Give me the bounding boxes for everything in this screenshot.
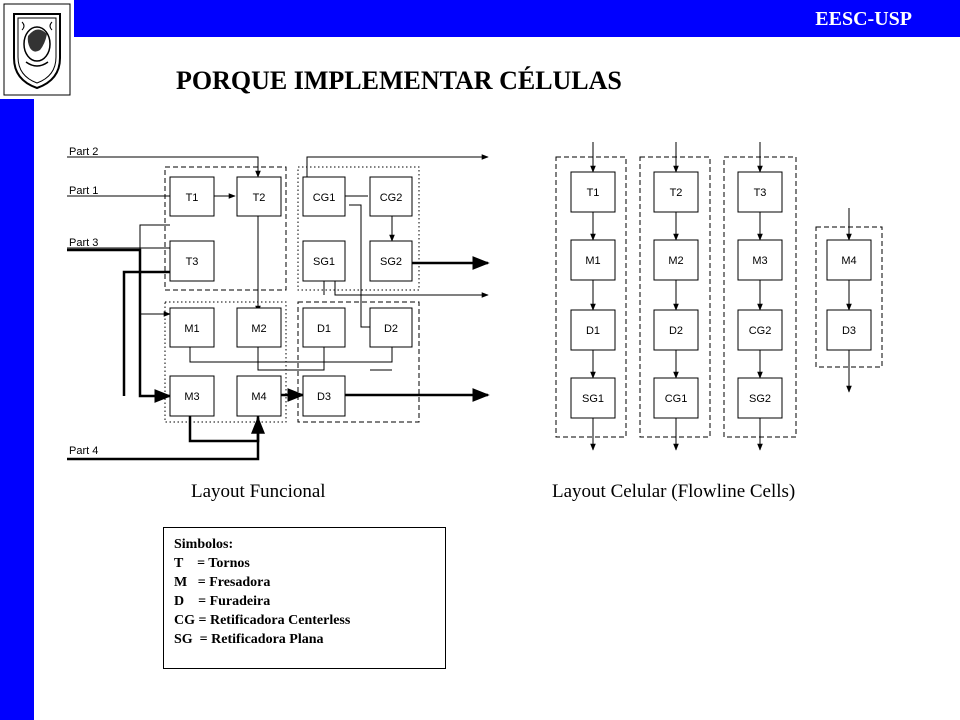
svg-text:T3: T3	[186, 256, 199, 268]
dept-retificadoras-outline	[297, 166, 420, 291]
svg-text:T1: T1	[186, 192, 199, 204]
machine-box: T2	[653, 171, 699, 213]
university-seal-icon	[3, 3, 71, 96]
machine-box: M2	[236, 307, 282, 348]
legend-box: Simbolos: T = Tornos M = Fresadora D = F…	[163, 527, 446, 669]
svg-text:D3: D3	[317, 391, 331, 403]
machine-box: M4	[236, 375, 282, 417]
caption-cellular-layout: Layout Celular (Flowline Cells)	[552, 481, 796, 502]
svg-text:M3: M3	[752, 255, 767, 267]
svg-text:SG2: SG2	[380, 256, 402, 268]
machine-box: D2	[369, 307, 413, 348]
svg-text:M2: M2	[251, 323, 266, 335]
machine-box: T3	[737, 171, 783, 213]
machine-box: M1	[570, 239, 616, 281]
machine-box: M2	[653, 239, 699, 281]
machine-box: D3	[302, 375, 346, 417]
svg-text:D2: D2	[384, 323, 398, 335]
svg-text:T1: T1	[587, 187, 600, 199]
legend-item: D = Furadeira	[174, 594, 271, 609]
machine-box: SG2	[369, 240, 413, 282]
part-label: Part 1	[69, 185, 98, 197]
svg-text:D2: D2	[669, 325, 683, 337]
machine-box: M3	[169, 375, 215, 417]
machine-box: D2	[653, 309, 699, 351]
machine-box: CG2	[369, 176, 413, 217]
svg-text:M1: M1	[184, 323, 199, 335]
machine-box: SG1	[302, 240, 346, 282]
side-bar	[0, 99, 34, 720]
legend-heading: Simbolos:	[174, 537, 234, 552]
cell-2-outline	[639, 156, 711, 438]
functional-machines: T1 T2 T3 CG1 CG2 SG1 SG2 M1	[169, 176, 413, 417]
svg-text:M2: M2	[668, 255, 683, 267]
dept-furadeiras-outline	[297, 301, 420, 423]
logo	[0, 0, 74, 99]
cell-1-outline	[555, 156, 627, 438]
cellular-machines: T1 M1 D1 SG1 T2 M2 D2 CG1	[570, 171, 872, 419]
legend-item: T = Tornos	[174, 556, 250, 571]
svg-text:D3: D3	[842, 325, 856, 337]
machine-box: D3	[826, 309, 872, 351]
svg-text:CG2: CG2	[380, 192, 403, 204]
machine-box: T2	[236, 176, 282, 217]
page-title: PORQUE IMPLEMENTAR CÉLULAS	[176, 66, 622, 95]
machine-box: CG1	[302, 176, 346, 217]
dept-tornos-outline	[164, 166, 287, 291]
machine-box: D1	[302, 307, 346, 348]
svg-text:M1: M1	[585, 255, 600, 267]
part-label: Part 2	[69, 146, 98, 158]
machine-box: SG2	[737, 377, 783, 419]
svg-text:M3: M3	[184, 391, 199, 403]
svg-text:CG1: CG1	[665, 393, 688, 405]
svg-text:SG1: SG1	[313, 256, 335, 268]
machine-box: M4	[826, 239, 872, 281]
machine-box: T1	[570, 171, 616, 213]
header-bar: EESC-USP	[74, 0, 960, 37]
header-label: EESC-USP	[815, 8, 912, 30]
svg-text:SG2: SG2	[749, 393, 771, 405]
caption-functional-layout: Layout Funcional	[191, 481, 326, 502]
machine-box: D1	[570, 309, 616, 351]
svg-text:T2: T2	[670, 187, 683, 199]
svg-text:CG2: CG2	[749, 325, 772, 337]
svg-text:T3: T3	[754, 187, 767, 199]
legend-item: SG = Retificadora Plana	[174, 632, 324, 647]
machine-box: CG1	[653, 377, 699, 419]
machine-box: CG2	[737, 309, 783, 351]
machine-box: M3	[737, 239, 783, 281]
machine-box: M1	[169, 307, 215, 348]
svg-text:T2: T2	[253, 192, 266, 204]
machine-box: T3	[169, 240, 215, 282]
machine-box: SG1	[570, 377, 616, 419]
svg-text:D1: D1	[317, 323, 331, 335]
svg-text:D1: D1	[586, 325, 600, 337]
part-label: Part 3	[69, 237, 98, 249]
svg-text:CG1: CG1	[313, 192, 336, 204]
machine-box: T1	[169, 176, 215, 217]
legend-item: M = Fresadora	[174, 575, 271, 590]
legend-item: CG = Retificadora Centerless	[174, 613, 351, 628]
part-label: Part 4	[69, 445, 98, 457]
part-labels: Part 2 Part 1 Part 3 Part 4	[69, 146, 98, 457]
svg-text:M4: M4	[251, 391, 266, 403]
svg-text:SG1: SG1	[582, 393, 604, 405]
svg-text:M4: M4	[841, 255, 856, 267]
